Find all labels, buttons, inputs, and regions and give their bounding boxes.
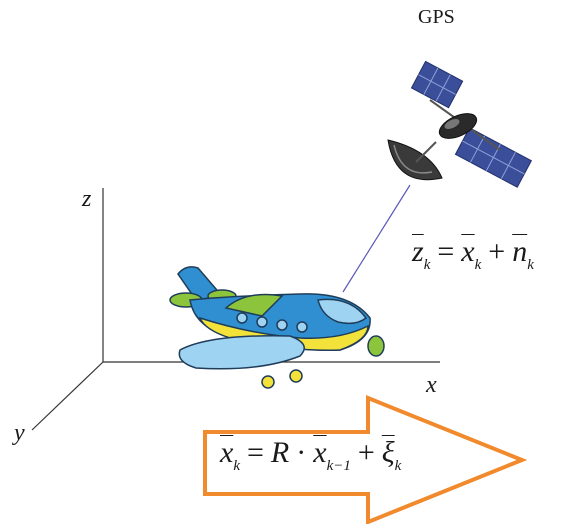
eq-state-lhs-sub: k <box>233 458 240 474</box>
x-axis-label: x <box>426 372 437 398</box>
eq-state-t1-sub: k−1 <box>326 458 351 474</box>
eq-meas-lhs: z <box>412 235 424 268</box>
airplane-icon <box>169 266 385 389</box>
z-axis-label: z <box>82 186 92 212</box>
eq-state-dot: · <box>296 436 307 469</box>
eq-state-plus: + <box>357 436 375 469</box>
satellite-icon <box>387 60 533 188</box>
right-arrow-icon <box>203 395 528 524</box>
eq-state-lhs: x <box>220 436 234 469</box>
eq-state-t2-sub: k <box>394 458 402 474</box>
eq-meas-t2: n <box>512 235 528 268</box>
eq-meas-t2-sub: k <box>527 257 534 273</box>
eq-state-t1: x <box>313 436 327 469</box>
eq-meas-t1-sub: k <box>474 257 482 273</box>
eq-meas-t1: x <box>461 235 475 268</box>
eq-state-coef: R <box>270 436 290 469</box>
eq-meas-plus: + <box>488 235 506 268</box>
eq-meas-equals: = <box>437 235 455 268</box>
eq-state-t2: ξ <box>381 436 395 469</box>
gps-label: GPS <box>418 6 455 28</box>
eq-meas-lhs-sub: k <box>423 257 431 273</box>
y-axis-label: y <box>14 420 25 446</box>
measurement-equation: zk=xk+nk <box>412 237 534 273</box>
gps-signal-line <box>342 184 411 293</box>
state-equation: xk=R·xk−1+ξk <box>220 438 401 474</box>
y-axis <box>31 361 104 431</box>
eq-state-equals: = <box>247 436 264 469</box>
